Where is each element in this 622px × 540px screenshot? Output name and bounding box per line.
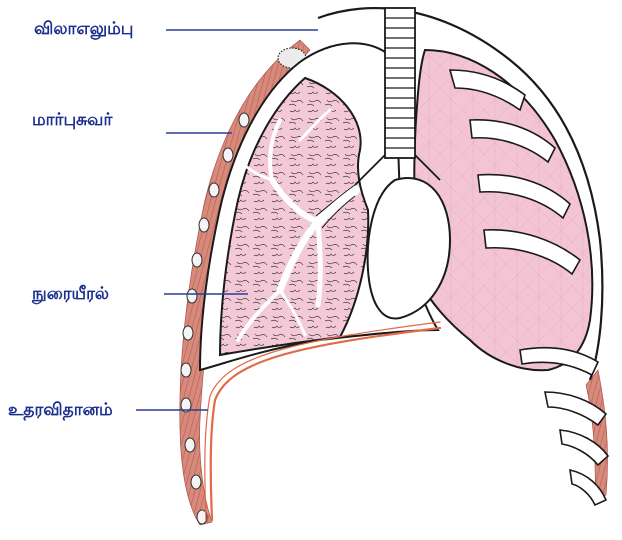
- chest-wall-label: மார்புசுவர்: [32, 110, 112, 130]
- lung-label: நுரையீரல்: [32, 284, 109, 304]
- diaphragm-label: உதரவிதானம்: [8, 400, 113, 420]
- clavicle-label: விலாஎலும்பு: [34, 19, 133, 39]
